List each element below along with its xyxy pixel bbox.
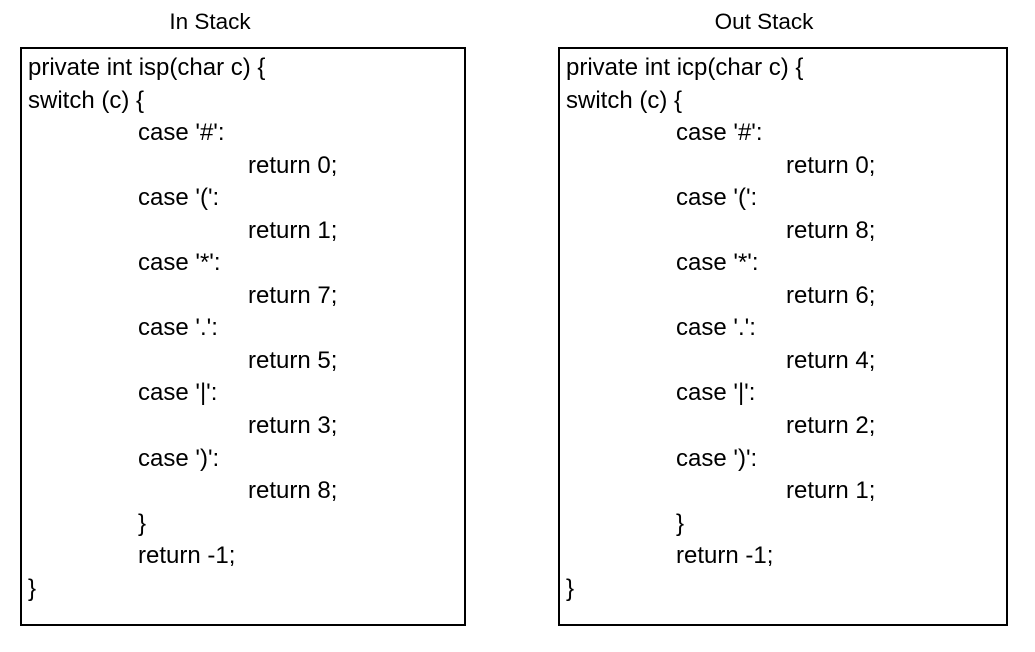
code-line: switch (c) { bbox=[28, 86, 145, 114]
code-line: case '|': bbox=[676, 379, 756, 407]
code-line: return 2; bbox=[786, 412, 876, 440]
code-line: return 4; bbox=[786, 346, 876, 374]
panel-out-stack: Out Stack private int icp(char c) { switc… bbox=[538, 0, 1035, 652]
code-line: case ')': bbox=[676, 444, 758, 472]
code-line: return 3; bbox=[248, 412, 338, 440]
code-line: case '#': bbox=[138, 119, 225, 147]
code-line: return -1; bbox=[138, 542, 236, 570]
code-listing-out-stack: private int icp(char c) { switch (c) { cas… bbox=[566, 52, 1004, 605]
code-line: case '*': bbox=[138, 249, 221, 277]
code-line: case '|': bbox=[138, 379, 218, 407]
panel-title-in-stack: In Stack bbox=[169, 9, 251, 34]
code-line: case '*': bbox=[676, 249, 759, 277]
code-line: return 8; bbox=[786, 216, 876, 244]
code-line: return 6; bbox=[786, 281, 876, 309]
code-line: return 0; bbox=[248, 151, 338, 179]
code-line: case '.': bbox=[138, 314, 218, 342]
code-line: return 7; bbox=[248, 281, 338, 309]
code-line: case '.': bbox=[676, 314, 756, 342]
panel-title-out-stack: Out Stack bbox=[714, 9, 814, 34]
code-line: private int icp(char c) { bbox=[566, 54, 804, 81]
code-line: case ')': bbox=[138, 444, 220, 472]
code-line: return 0; bbox=[786, 151, 876, 179]
code-box-in-stack: private int isp(char c) { switch (c) { cas… bbox=[20, 47, 466, 626]
panel-in-stack: In Stack private int isp(char c) { switch… bbox=[0, 0, 480, 652]
code-line: case '(': bbox=[138, 184, 220, 212]
code-line: return 5; bbox=[248, 346, 338, 374]
code-line: return -1; bbox=[676, 542, 774, 570]
code-line: return 1; bbox=[786, 477, 876, 505]
code-line: return 8; bbox=[248, 477, 338, 505]
code-line: return 1; bbox=[248, 216, 338, 244]
code-listing-in-stack: private int isp(char c) { switch (c) { cas… bbox=[28, 52, 462, 605]
code-line: } bbox=[676, 509, 685, 537]
code-line: } bbox=[566, 574, 575, 602]
code-box-out-stack: private int icp(char c) { switch (c) { cas… bbox=[558, 47, 1008, 626]
code-line: } bbox=[28, 574, 37, 602]
code-line: case '(': bbox=[676, 184, 758, 212]
code-line: } bbox=[138, 509, 147, 537]
code-line: private int isp(char c) { bbox=[28, 54, 266, 81]
code-line: case '#': bbox=[676, 119, 763, 147]
code-line: switch (c) { bbox=[566, 86, 683, 114]
